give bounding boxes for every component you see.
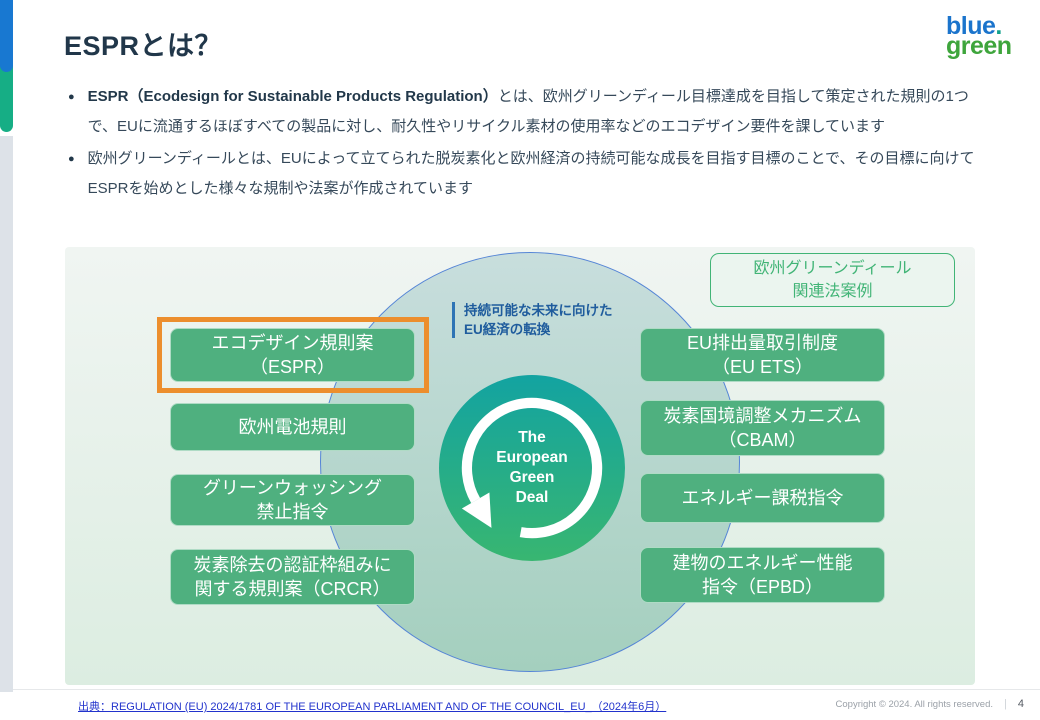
policy-box-cbam: 炭素国境調整メカニズム （CBAM） — [640, 400, 885, 456]
page-title: ESPRとは？ — [64, 31, 223, 61]
green-deal-label: The European Green Deal — [496, 428, 568, 507]
caption-text: 持続可能な未来に向けた EU経済の転換 — [464, 303, 613, 337]
policy-box-crcr: 炭素除去の認証枠組みに 関する規則案（CRCR） — [170, 549, 415, 605]
footer: 出典：REGULATION (EU) 2024/1781 OF THE EURO… — [0, 689, 1040, 720]
circular-arrow-icon — [461, 397, 603, 539]
bullet-list: ● ESPR（Ecodesign for Sustainable Product… — [68, 82, 990, 206]
brand-logo: blue. green — [946, 12, 1038, 60]
logo-dot-icon: . — [995, 12, 1002, 40]
bullet-icon: ● — [68, 153, 75, 165]
policy-box-greenwashing-directive: グリーンウォッシング 禁止指令 — [170, 474, 415, 526]
accent-bar-green — [0, 64, 13, 132]
brand-logo-line2: green — [946, 32, 1012, 60]
bullet-item: ● ESPR（Ecodesign for Sustainable Product… — [68, 82, 990, 142]
center-caption: 持続可能な未来に向けた EU経済の転換 — [452, 302, 613, 340]
espr-highlight-frame — [157, 317, 429, 393]
footer-divider: | — [1004, 698, 1007, 710]
brand-logo-line1: blue. — [946, 12, 1002, 40]
accent-bar-gray — [0, 136, 13, 692]
bullet-text: ESPR（Ecodesign for Sustainable Products … — [88, 82, 990, 142]
policy-box-epbd: 建物のエネルギー性能 指令（EPBD） — [640, 547, 885, 603]
page-number: 4 — [1017, 698, 1024, 710]
bullet-body-text: 欧州グリーンディールとは、EUによって立てられた脱炭素化と欧州経済の持続可能な成… — [87, 150, 975, 197]
policy-box-energy-tax-directive: エネルギー課税指令 — [640, 473, 885, 523]
copyright-text: Copyright © 2024. All rights reserved. — [835, 698, 994, 710]
legend-box: 欧州グリーンディール 関連法案例 — [710, 253, 955, 307]
diagram-panel: 欧州グリーンディール 関連法案例 持続可能な未来に向けた EU経済の転換 The… — [65, 247, 975, 685]
bullet-body-text: とは、欧州グリーンディール目標達成を目指して策定された規則の1つで、EUに流通す… — [87, 88, 969, 135]
accent-bar-blue — [0, 0, 13, 72]
bullet-text: 欧州グリーンディールとは、EUによって立てられた脱炭素化と欧州経済の持続可能な成… — [88, 144, 990, 204]
policy-box-battery-regulation: 欧州電池規則 — [170, 403, 415, 451]
source-link[interactable]: 出典：REGULATION (EU) 2024/1781 OF THE EURO… — [78, 701, 667, 713]
green-deal-circle: The European Green Deal — [439, 375, 625, 561]
footer-right: Copyright © 2024. All rights reserved. |… — [836, 698, 1024, 710]
policy-box-espr: エコデザイン規則案 （ESPR） — [170, 328, 415, 382]
policy-box-eu-ets: EU排出量取引制度 （EU ETS） — [640, 328, 885, 382]
caption-accent-bar — [452, 302, 455, 338]
bullet-bold-text: ESPR（Ecodesign for Sustainable Products … — [87, 88, 498, 105]
bullet-item: ● 欧州グリーンディールとは、EUによって立てられた脱炭素化と欧州経済の持続可能… — [68, 144, 990, 204]
bullet-icon: ● — [68, 91, 75, 103]
